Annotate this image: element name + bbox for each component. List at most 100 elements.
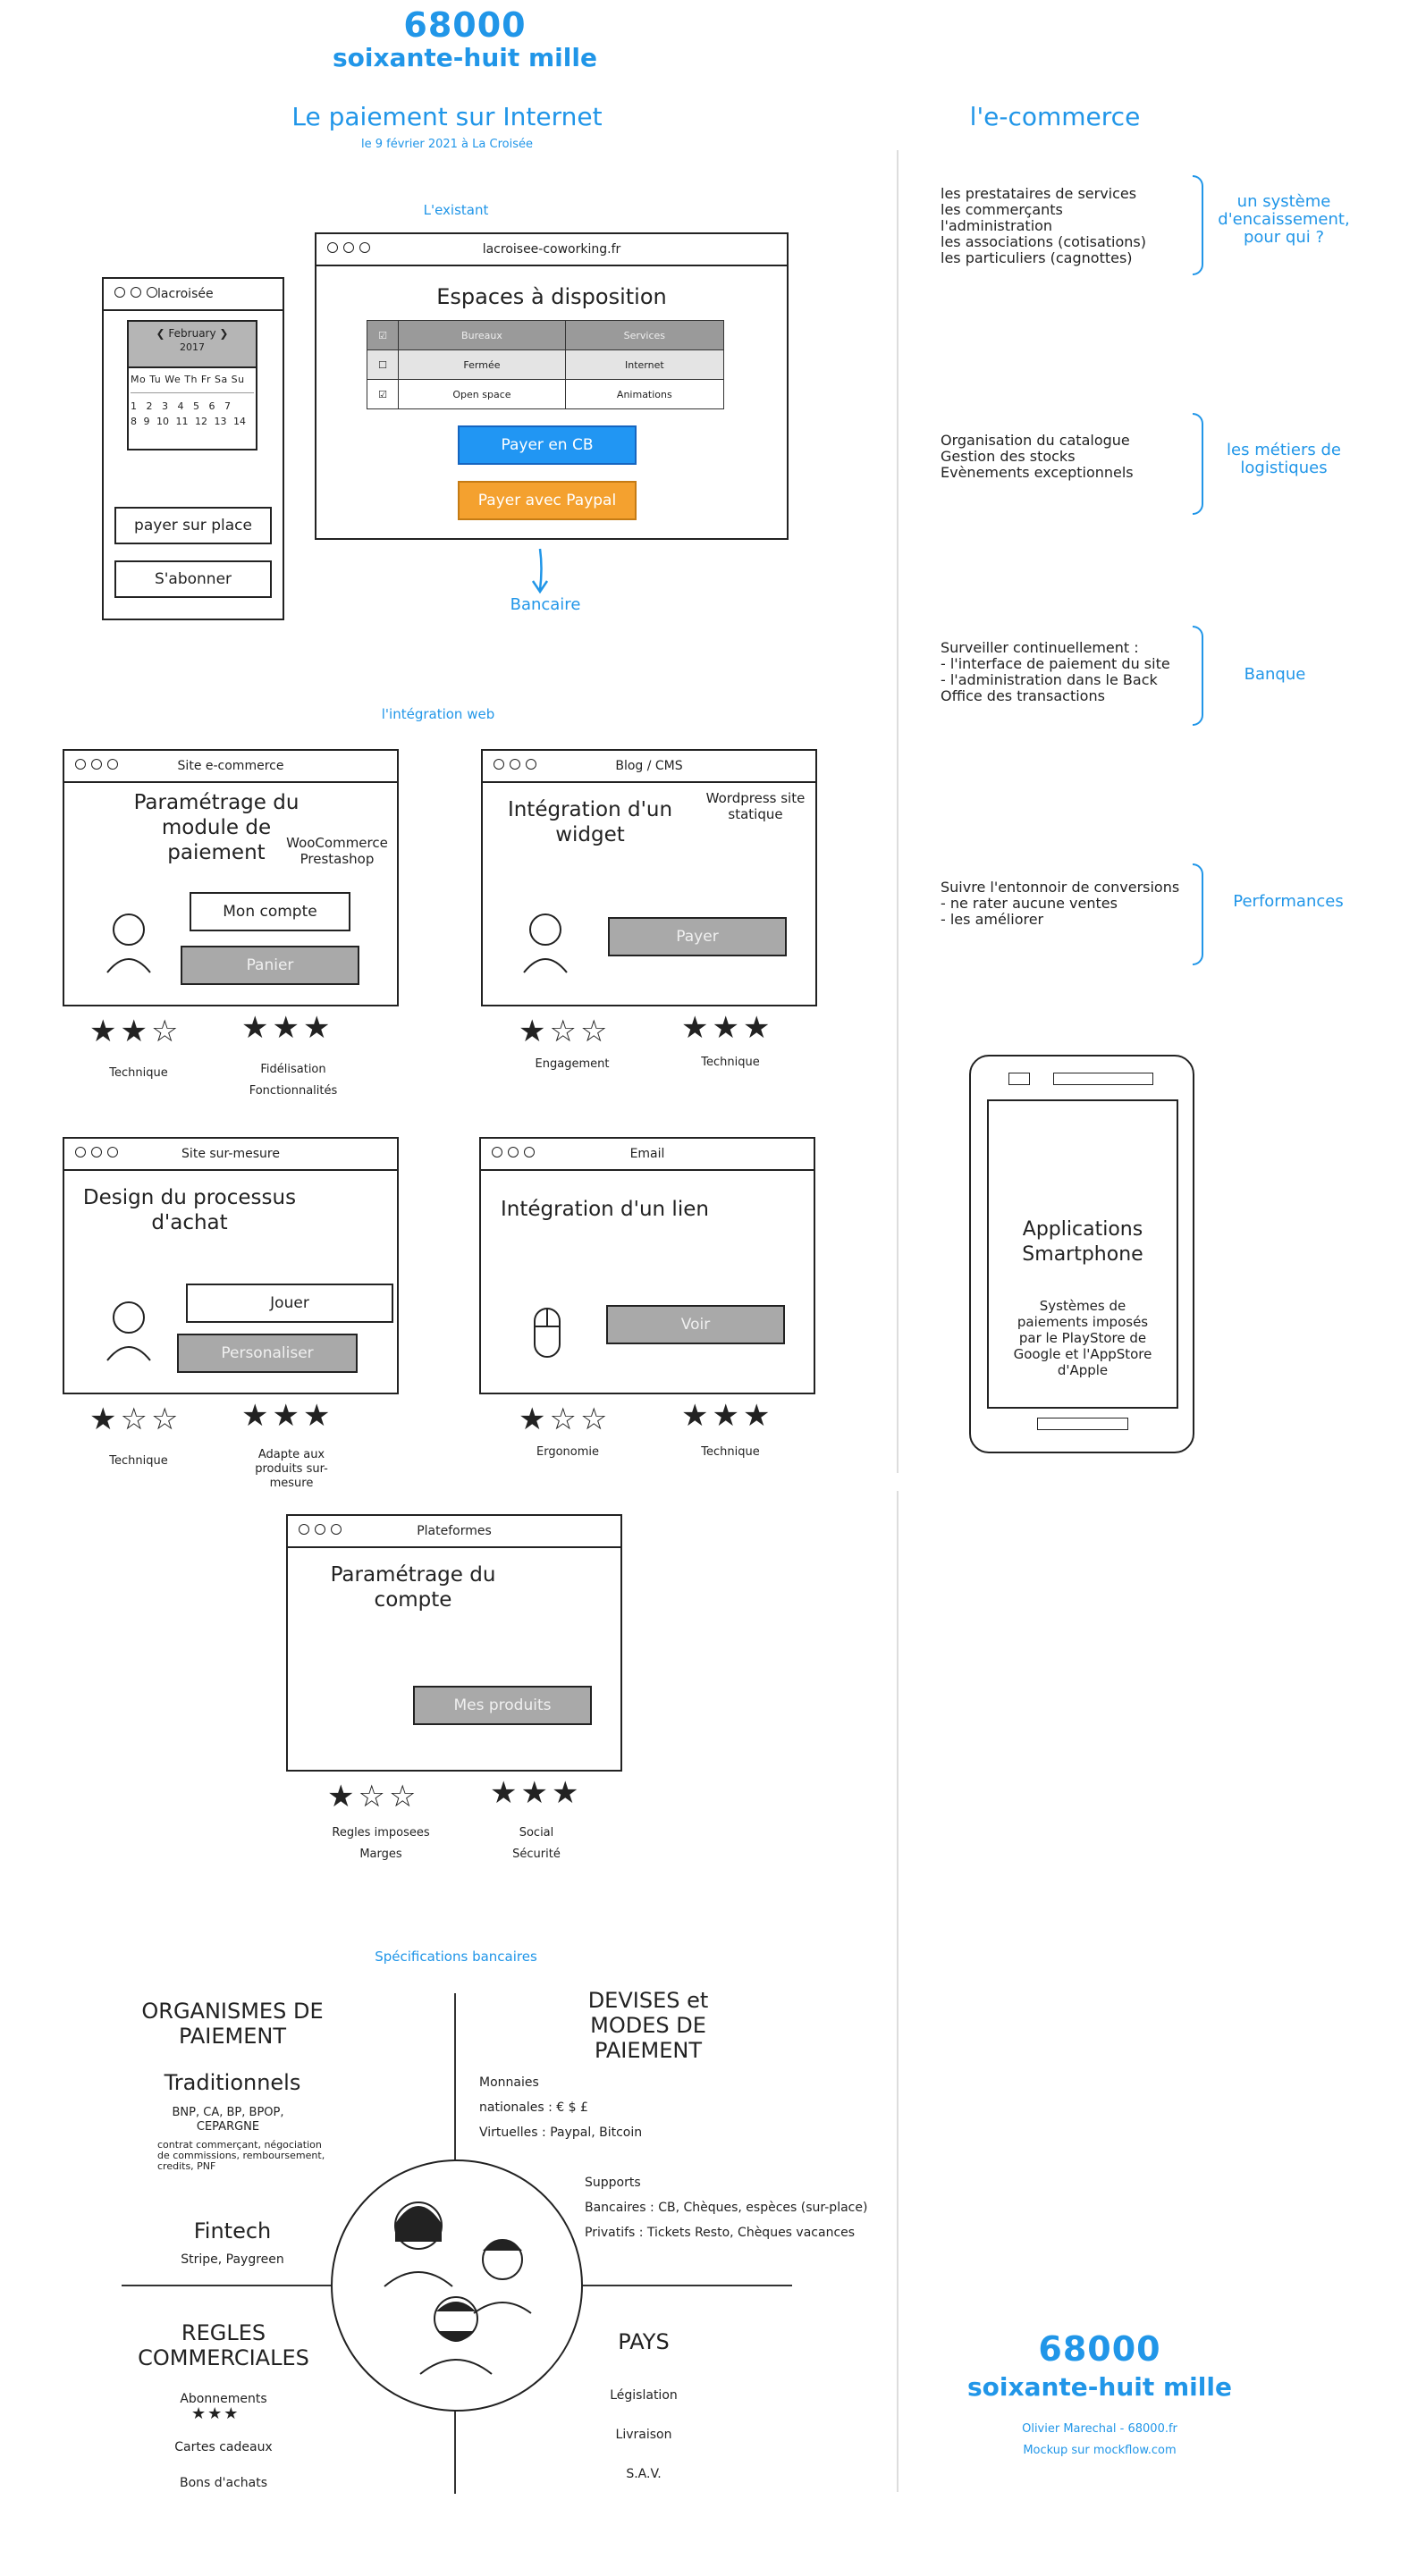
- user-avatar-icon: [106, 913, 151, 973]
- ecom-block-4: Suivre l'entonnoir de conversions - ne r…: [941, 880, 1209, 928]
- calendar[interactable]: ❮ February ❯ 2017 Mo Tu We Th Fr Sa Su 1…: [127, 320, 257, 454]
- user-avatar-icon: [106, 1301, 151, 1361]
- rating-label: Fidélisation: [260, 1063, 326, 1076]
- rating-label: Sécurité: [512, 1848, 561, 1861]
- prev-month-icon[interactable]: ❮: [156, 327, 169, 340]
- ecommerce-titlebar: Site e-commerce: [64, 751, 397, 783]
- phone-camera-icon: [1008, 1073, 1030, 1085]
- rating-label: Technique: [701, 1445, 760, 1459]
- list-item: Evènements exceptionnels: [941, 464, 1134, 481]
- section-date: le 9 février 2021 à La Croisée: [361, 138, 533, 151]
- phone-home-button[interactable]: [1037, 1418, 1128, 1430]
- rating-label: Adapte aux produits sur-mesure: [255, 1448, 328, 1490]
- email-title: Email: [629, 1147, 665, 1161]
- play-button[interactable]: Jouer: [186, 1284, 393, 1323]
- brace-icon: [1193, 626, 1203, 726]
- bancaire-label: Bancaire: [510, 595, 581, 614]
- calendar-header: ❮ February ❯ 2017: [127, 320, 257, 368]
- list-item: - les améliorer: [941, 911, 1044, 928]
- cart-button[interactable]: Panier: [181, 946, 359, 985]
- pay-paypal-button[interactable]: Payer avec Paypal: [458, 481, 637, 520]
- q3-vouchers: Bons d'achats: [179, 2476, 268, 2490]
- window-dots: [494, 759, 542, 773]
- q2-line: Supports: [585, 2176, 641, 2190]
- checkbox-checked-icon[interactable]: ☑: [366, 320, 400, 350]
- site-heading: Espaces à disposition: [436, 284, 667, 309]
- calendar-row-1[interactable]: 1 2 3 4 5 6 7: [131, 400, 231, 412]
- q2-line: nationales : € $ £: [479, 2100, 588, 2115]
- mobile-title: lacroisée: [157, 287, 214, 301]
- footer-words: soixante-huit mille: [967, 2372, 1232, 2402]
- list-item: l'administration: [941, 217, 1053, 234]
- my-products-button[interactable]: Mes produits: [413, 1686, 592, 1725]
- rating-label: Fonctionnalités: [249, 1084, 338, 1098]
- view-button[interactable]: Voir: [606, 1305, 785, 1344]
- q2-line: Monnaies: [479, 2075, 539, 2090]
- calendar-row-2[interactable]: 8 9 10 11 12 13 14: [131, 416, 246, 427]
- rating-stars: ★★★: [681, 1010, 774, 1046]
- q2-title: DEVISES et MODES DE PAIEMENT: [587, 1988, 709, 2063]
- ecommerce-window: Site e-commerce Paramétrage du module de…: [63, 749, 399, 1006]
- site-url: lacroisee-coworking.fr: [482, 242, 621, 257]
- rating-label: Social: [519, 1826, 554, 1839]
- platforms-titlebar: Plateformes: [288, 1516, 620, 1548]
- ecom-tag-1: un système d'encaissement, pour qui ?: [1218, 192, 1350, 247]
- ecom-block-2: Organisation du catalogue Gestion des st…: [941, 433, 1209, 481]
- custom-site-heading: Design du processus d'achat: [82, 1186, 297, 1234]
- pay-button[interactable]: Payer: [608, 917, 787, 956]
- email-titlebar: Email: [481, 1139, 814, 1171]
- checkbox-empty-icon[interactable]: ☐: [366, 349, 400, 380]
- q1-sub: Traditionnels: [164, 2070, 301, 2095]
- rating-label: Technique: [109, 1066, 168, 1080]
- pay-on-site-button[interactable]: payer sur place: [114, 507, 272, 544]
- account-button[interactable]: Mon compte: [190, 892, 350, 931]
- rating-stars: ★★★: [241, 1010, 334, 1046]
- table-cell: Internet: [564, 349, 725, 380]
- custom-site-window: Site sur-mesure Design du processus d'ac…: [63, 1137, 399, 1394]
- list-item: les particuliers (cagnottes): [941, 249, 1133, 266]
- ecom-tag-3: Banque: [1244, 665, 1306, 684]
- header-number: 68000: [403, 5, 527, 45]
- rating-stars: ★☆☆: [519, 1402, 612, 1437]
- checkbox-checked-icon[interactable]: ☑: [366, 379, 400, 409]
- list-item: Office des transactions: [941, 687, 1105, 704]
- rating-label: Engagement: [535, 1057, 610, 1071]
- rating-label: Technique: [701, 1056, 760, 1069]
- column-divider-lower: [897, 1491, 899, 2492]
- q2-line: Privatifs : Tickets Resto, Chèques vacan…: [585, 2226, 856, 2240]
- next-month-icon[interactable]: ❯: [215, 327, 229, 340]
- window-dots: [492, 1147, 540, 1161]
- window-dots: [75, 1147, 123, 1161]
- calendar-month: February: [168, 327, 216, 340]
- brace-icon: [1193, 413, 1203, 515]
- team-circle: [331, 2159, 583, 2412]
- ecommerce-platforms: WooCommerce Prestashop: [286, 835, 388, 867]
- q4-line: S.A.V.: [626, 2467, 662, 2481]
- calendar-grid[interactable]: Mo Tu We Th Fr Sa Su 1 2 3 4 5 6 7 8 9 1…: [127, 368, 257, 450]
- footer-credit-mockup[interactable]: Mockup sur mockflow.com: [1023, 2444, 1177, 2457]
- ecommerce-heading: Paramétrage du module de paiement: [133, 791, 300, 864]
- q3-gift-cards: Cartes cadeaux: [174, 2440, 273, 2454]
- rating-stars: ★☆☆: [89, 1402, 182, 1437]
- phone-text: Systèmes de paiements imposés par le Pla…: [1013, 1298, 1152, 1378]
- custom-site-title: Site sur-mesure: [181, 1147, 280, 1161]
- personalize-button[interactable]: Personaliser: [177, 1334, 358, 1373]
- blog-title: Blog / CMS: [615, 759, 683, 773]
- blog-heading: Intégration d'un widget: [507, 798, 673, 846]
- mobile-window: lacroisée ❮ February ❯ 2017 Mo Tu We Th …: [102, 277, 284, 620]
- calendar-weekdays: Mo Tu We Th Fr Sa Su: [131, 374, 245, 385]
- footer-credit-author[interactable]: Olivier Marechal - 68000.fr: [1022, 2422, 1177, 2436]
- ecom-tag-4: Performances: [1233, 892, 1344, 911]
- q4-line: Législation: [610, 2388, 678, 2403]
- q1-note: contrat commerçant, négociation de commi…: [157, 2139, 325, 2172]
- table-cell: Bureaux: [398, 320, 566, 350]
- pay-cb-button[interactable]: Payer en CB: [458, 425, 637, 465]
- phone-title: Applications Smartphone: [1022, 1218, 1143, 1266]
- subscribe-button[interactable]: S'abonner: [114, 560, 272, 598]
- ecom-block-3: Surveiller continuellement : - l'interfa…: [941, 640, 1209, 704]
- mouse-icon: [534, 1308, 561, 1358]
